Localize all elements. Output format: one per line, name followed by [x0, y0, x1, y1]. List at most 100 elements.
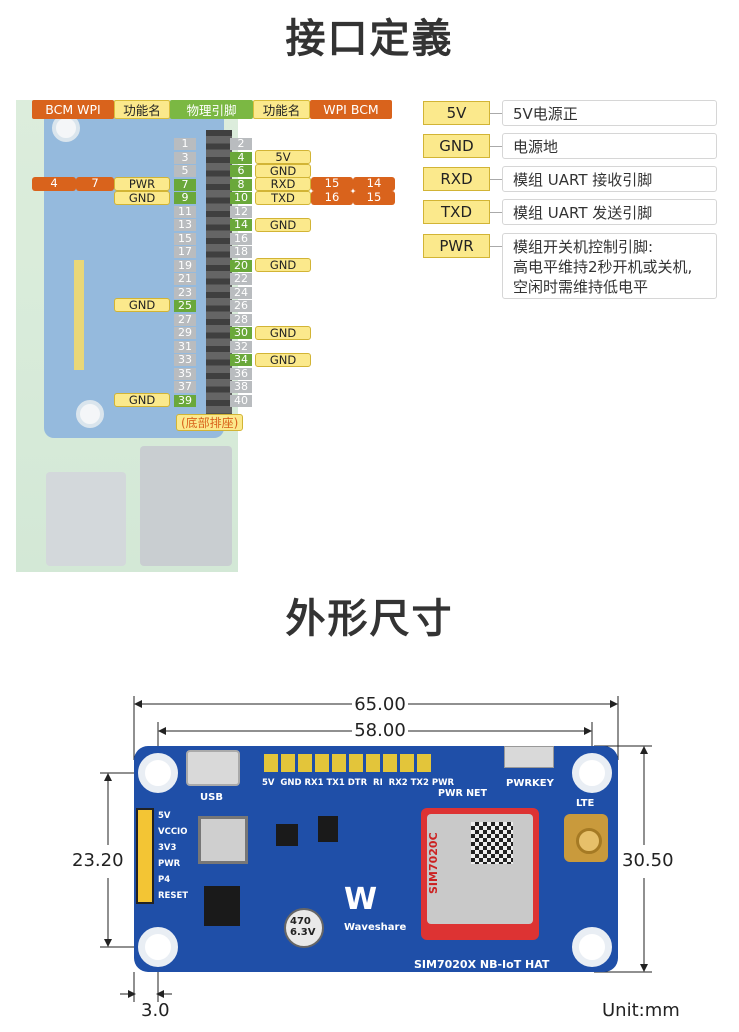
legend-connector: [490, 246, 502, 247]
pin7-func: PWR: [114, 177, 170, 191]
side-pin-labels: 5V VCCIO 3V3 PWR P4 RESET: [158, 808, 188, 904]
pin-number: 30: [230, 327, 252, 339]
usb-label: USB: [200, 792, 223, 803]
legend-desc-pwr-line: 高电平维持2秒开机或关机,: [513, 258, 693, 276]
pwrkey-label: PWRKEY: [506, 778, 554, 789]
pin-number: 26: [230, 300, 252, 312]
pin-number: 7: [174, 178, 196, 191]
pin-number: 35: [174, 367, 196, 380]
pin-number: 39: [174, 394, 196, 407]
legend-key-pwr: PWR: [423, 234, 490, 258]
pin14-func: GND: [255, 218, 311, 232]
pwrkey-button[interactable]: [504, 746, 554, 768]
pin-number: 21: [174, 273, 196, 285]
side-pin-label: PWR: [158, 859, 181, 869]
product-label: SIM7020X NB-IoT HAT: [414, 958, 550, 971]
capacitor: [284, 908, 324, 948]
side-pin-label: 3V3: [158, 843, 177, 853]
legend-desc-pwr: 模组开关机控制引脚: 高电平维持2秒开机或关机, 空闲时需维持低电平: [502, 233, 717, 299]
legend-connector: [490, 212, 502, 213]
legend-key-rxd: RXD: [423, 167, 490, 191]
side-pin-label: RESET: [158, 891, 189, 901]
pin-number: 22: [230, 273, 252, 285]
pin4-func: 5V: [255, 150, 311, 164]
inductor: [198, 816, 248, 864]
pin-number: 6: [230, 165, 252, 177]
legend-key-txd: TXD: [423, 200, 490, 224]
pin-number: 5: [174, 165, 196, 177]
pin34-func: GND: [255, 353, 311, 367]
pin-number: 3: [174, 151, 196, 164]
legend-desc-rxd: 模组 UART 接收引脚: [502, 166, 717, 192]
pin10-bcm: 15: [353, 191, 395, 205]
header-wpi-bcm-right: WPI BCM: [310, 100, 392, 119]
header-bcm-wpi-left: BCM WPI: [32, 100, 114, 119]
pin-number: 17: [174, 246, 196, 258]
pin7-bcm: 4: [32, 177, 76, 191]
legend-desc-5v: 5V电源正: [502, 100, 717, 126]
legend-desc-txd: 模组 UART 发送引脚: [502, 199, 717, 225]
pin-number: 34: [230, 354, 252, 366]
pin-number: 1: [174, 138, 196, 150]
pin-number: 32: [230, 340, 252, 353]
mount-hole-tl: [138, 753, 178, 793]
mount-hole: [76, 400, 104, 428]
pin-number: 10: [230, 192, 252, 204]
pin-number: 20: [230, 259, 252, 272]
pin-number: 14: [230, 219, 252, 231]
sim-module: SIM7020C: [421, 808, 539, 940]
pin-number: 24: [230, 286, 252, 299]
pin7-wpi: 7: [76, 177, 114, 191]
pin-number: 16: [230, 232, 252, 245]
usb-port: [46, 472, 126, 566]
regulator-ic: [204, 886, 240, 926]
header-physical: 物理引脚: [170, 100, 253, 119]
pin-number: 27: [174, 313, 196, 326]
pwr-net-label: PWR NET: [438, 788, 487, 799]
transistor: [276, 824, 298, 846]
pin30-func: GND: [255, 326, 311, 340]
dim-height-holes: 23.20: [72, 850, 124, 871]
dim-hole-offset: 3.0: [141, 1000, 170, 1021]
legend-desc-pwr-line: 模组开关机控制引脚:: [513, 238, 654, 256]
pin-number: 12: [230, 205, 252, 218]
pin-number: 8: [230, 178, 252, 191]
pin8-bcm: 14: [353, 177, 395, 191]
header-pins-label: 5V GND RX1 TX1 DTR RI RX2 TX2 PWR: [262, 778, 455, 788]
pin-number: 33: [174, 354, 196, 366]
brand-label: Waveshare: [344, 922, 407, 933]
pin-number: 38: [230, 381, 252, 393]
mount-hole-bl: [138, 927, 178, 967]
side-pin-label: 5V: [158, 811, 171, 821]
usb-connector: [186, 750, 240, 786]
pin8-func: RXD: [255, 177, 311, 191]
lte-label: LTE: [576, 798, 595, 809]
module-label: SIM7020C: [427, 832, 440, 894]
legend-connector: [490, 113, 502, 114]
dim-width-holes: 58.00: [354, 720, 406, 741]
pin10-wpi: 16: [311, 191, 353, 205]
pin-number: 23: [174, 286, 196, 299]
side-header: [74, 260, 84, 370]
pin-number: 15: [174, 232, 196, 245]
pin8-wpi: 15: [311, 177, 353, 191]
mount-hole-tr: [572, 753, 612, 793]
pin39-func: GND: [114, 393, 170, 407]
pin10-func: TXD: [255, 191, 311, 205]
side-pin-label: P4: [158, 875, 171, 885]
lte-antenna-connector: [564, 814, 608, 862]
jumper-block: [136, 808, 154, 904]
dimensions-title: 外形尺寸: [285, 596, 454, 642]
dim-height-total: 30.50: [622, 850, 674, 871]
legend-key-5v: 5V: [423, 101, 490, 125]
legend-key-gnd: GND: [423, 134, 490, 158]
hat-pcb: USB 5V GND RX1 TX1 DTR RI RX2 TX2 PWR PW…: [134, 746, 618, 972]
pin-number: 25: [174, 300, 196, 312]
unit-label: Unit:mm: [602, 1000, 680, 1021]
pin-number: 19: [174, 259, 196, 272]
mount-hole-br: [572, 927, 612, 967]
pin-number: 36: [230, 367, 252, 380]
pin-number: 31: [174, 340, 196, 353]
legend-desc-pwr-line: 空闲时需维持低电平: [513, 278, 649, 296]
side-pin-label: VCCIO: [158, 827, 188, 837]
